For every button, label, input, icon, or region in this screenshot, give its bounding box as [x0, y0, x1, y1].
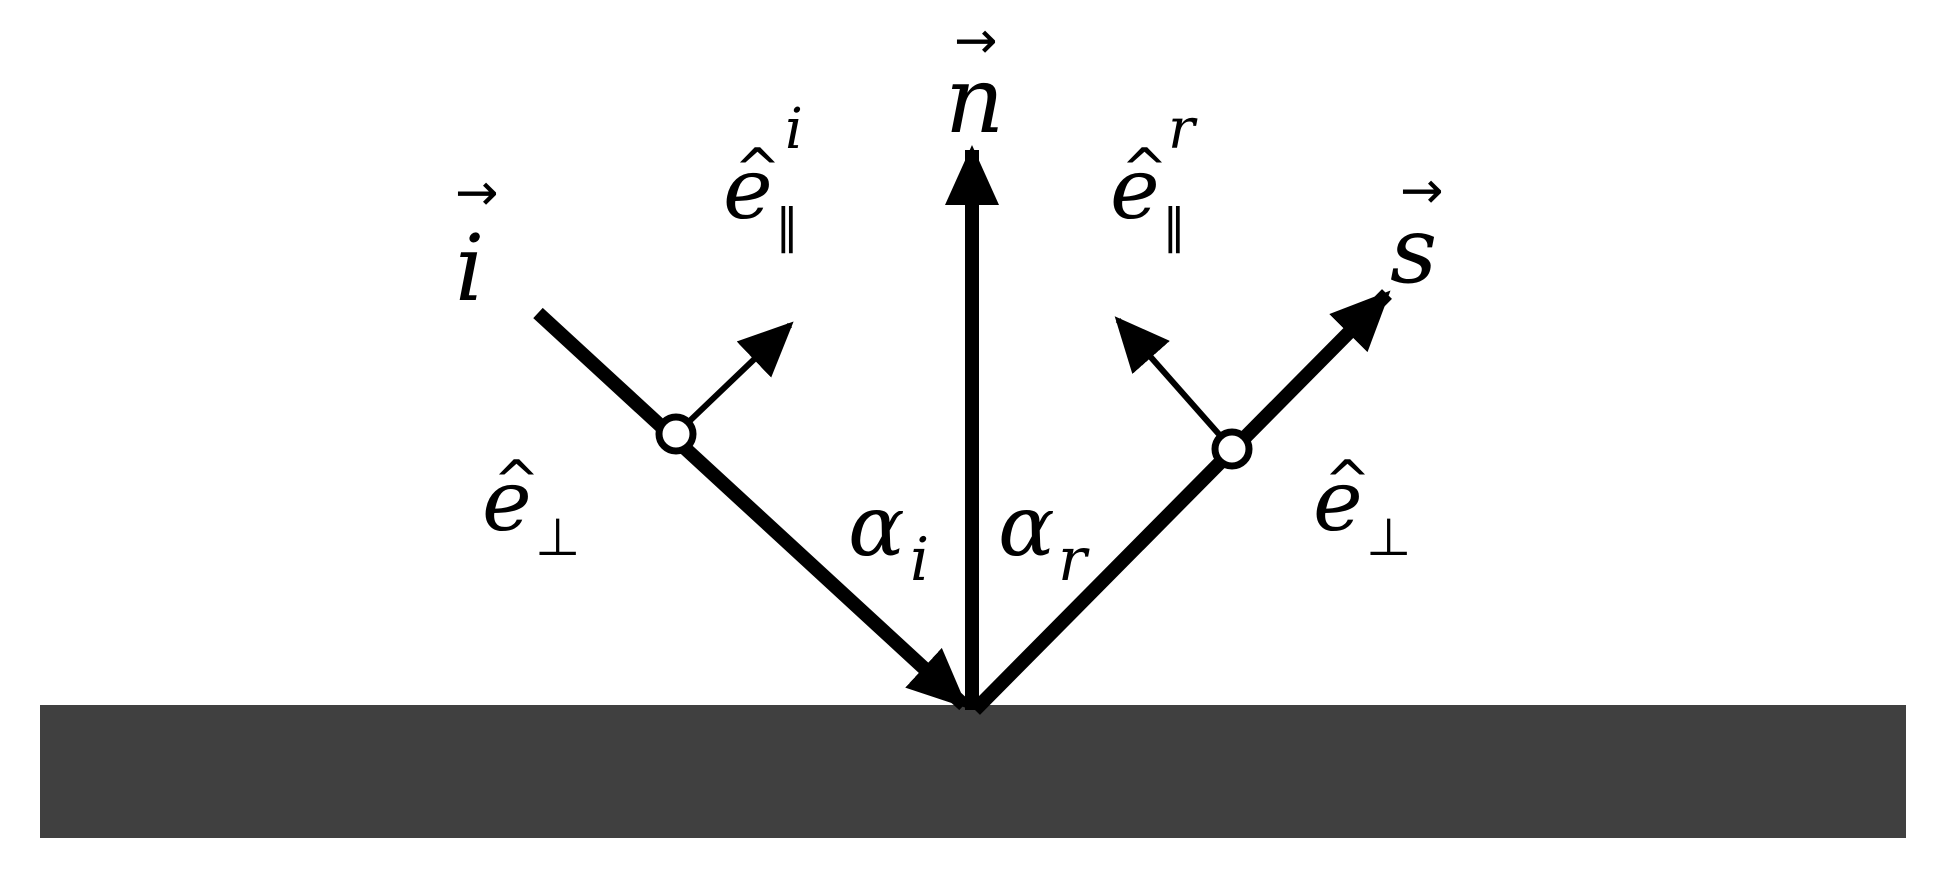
incident-ray-arrow — [533, 307, 969, 711]
label-e-perp-incident-base: e — [482, 452, 532, 550]
label-e-parallel-reflected: e ^ ∥ r — [1110, 97, 1198, 255]
e-parallel-reflected-arrow — [1114, 316, 1235, 451]
e-perp-reflected-circle — [1211, 428, 1253, 470]
label-e-parallel-reflected-sup: r — [1168, 97, 1198, 162]
label-e-parallel-incident-base: e — [723, 140, 773, 238]
label-e-parallel-reflected-sub: ∥ — [1162, 199, 1186, 255]
reflecting-surface — [40, 705, 1906, 838]
label-normal: n → — [945, 11, 1004, 154]
label-e-perp-reflected: e ^ ⊥ — [1313, 449, 1411, 568]
label-alpha-reflected-base: α — [998, 477, 1055, 575]
label-alpha-incident: α i — [848, 477, 929, 595]
label-e-perp-incident-accent: ^ — [493, 449, 540, 514]
label-incident: i → — [455, 163, 499, 322]
e-perp-incident-circle — [655, 413, 697, 455]
label-reflected: s → — [1390, 161, 1444, 304]
label-alpha-incident-sub: i — [910, 525, 929, 595]
label-incident-base: i — [455, 215, 484, 322]
label-e-perp-incident: e ^ ⊥ — [482, 449, 580, 568]
label-e-parallel-incident-sub: ∥ — [775, 199, 799, 255]
label-reflected-base: s — [1390, 197, 1437, 304]
label-e-perp-incident-sub: ⊥ — [535, 508, 580, 568]
label-incident-accent: → — [455, 163, 499, 223]
label-alpha-reflected-sub: r — [1058, 525, 1090, 595]
e-parallel-incident-arrow — [673, 321, 794, 437]
reflected-ray-arrow — [970, 289, 1392, 715]
label-e-parallel-incident: e ^ ∥ i — [723, 97, 803, 255]
label-normal-accent: → — [954, 11, 998, 71]
label-e-perp-reflected-base: e — [1313, 452, 1363, 550]
label-normal-base: n — [945, 47, 1004, 154]
label-e-perp-reflected-sub: ⊥ — [1366, 508, 1411, 568]
label-alpha-incident-base: α — [848, 477, 905, 575]
label-e-parallel-reflected-accent: ^ — [1121, 137, 1168, 202]
label-reflected-accent: → — [1400, 161, 1444, 221]
label-e-parallel-incident-sup: i — [785, 97, 803, 162]
label-alpha-reflected: α r — [998, 477, 1090, 595]
label-e-parallel-reflected-base: e — [1110, 140, 1160, 238]
label-e-parallel-incident-accent: ^ — [734, 137, 781, 202]
label-e-perp-reflected-accent: ^ — [1324, 449, 1371, 514]
